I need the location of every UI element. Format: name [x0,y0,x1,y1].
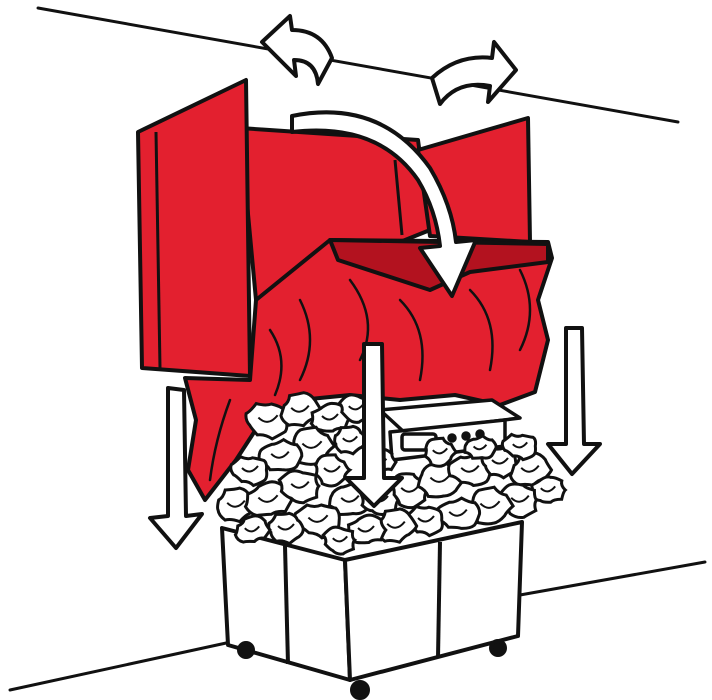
paper-wad [465,436,496,458]
device-button-1 [449,435,455,441]
rotate-left-arrow [262,16,332,84]
floor-line-left [10,640,240,690]
paper-wad [335,426,366,453]
floor-line-right [520,562,705,595]
device-button-2 [463,433,469,439]
shipping-cart [222,522,522,698]
rotate-right-arrow [432,42,516,104]
down-arrow-right [548,328,600,474]
wheel-front-right [352,682,368,698]
ceiling-line [38,8,678,122]
wheel-back-right [491,641,505,655]
wheel-front-left [239,643,253,657]
paper-wad [269,513,304,543]
cart-side-divider [438,542,440,658]
left-side-panel [138,80,250,376]
